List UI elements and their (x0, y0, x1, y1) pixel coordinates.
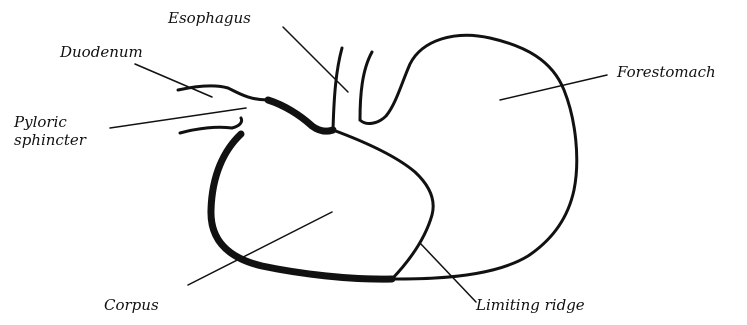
pointer-forestomach (500, 75, 607, 100)
label-pyloric-sphincter: Pyloric sphincter (14, 113, 124, 149)
label-forestomach: Forestomach (617, 63, 716, 81)
label-pyloric-line2: sphincter (14, 131, 124, 149)
label-pyloric-line1: Pyloric (14, 113, 124, 131)
pointer-duodenum (135, 64, 212, 97)
pointer-limiting-ridge (420, 243, 476, 302)
corpus-greater-curvature (211, 134, 392, 279)
esophagus-right-wall (360, 52, 372, 120)
label-duodenum: Duodenum (60, 43, 143, 61)
corpus-upper-edge (333, 130, 433, 279)
label-corpus: Corpus (104, 296, 159, 314)
label-limiting-ridge: Limiting ridge (476, 296, 585, 314)
pyloric-band (268, 100, 333, 131)
duodenum-lower (180, 118, 242, 133)
label-esophagus: Esophagus (168, 9, 251, 27)
pointer-pyloric (110, 108, 246, 128)
esophagus-left-wall (333, 48, 342, 130)
